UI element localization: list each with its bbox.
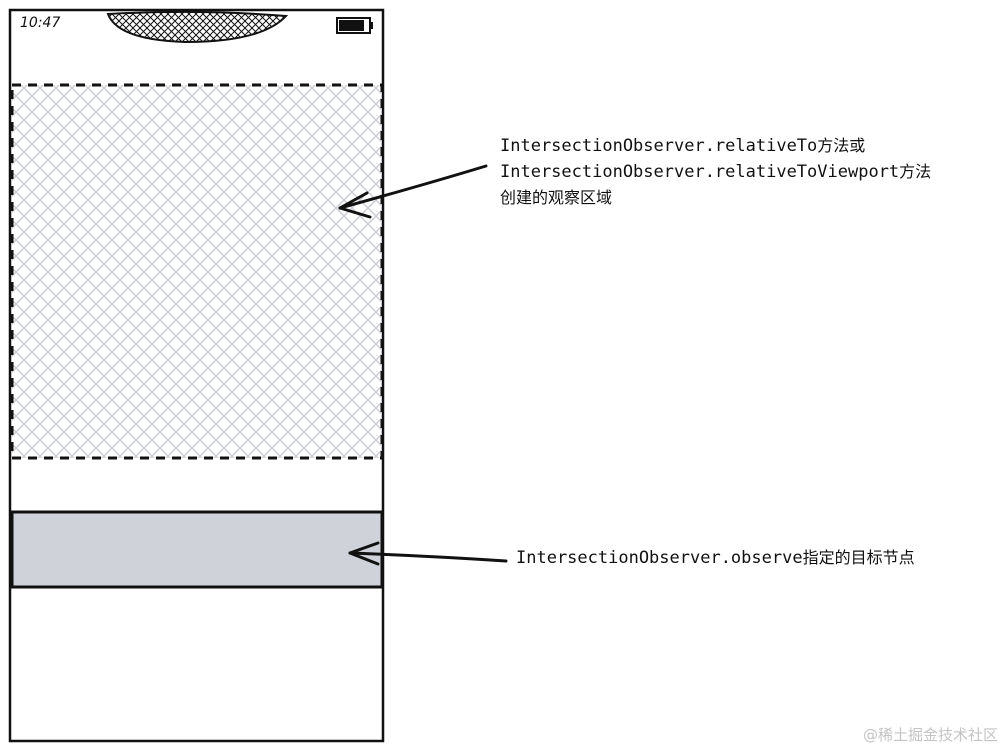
viewport-region-label: IntersectionObserver.relativeTo方法或 Inter… [500,133,931,211]
code-relative-to: IntersectionObserver.relativeTo [500,136,818,156]
label-line-3: 创建的观察区域 [500,188,613,207]
viewport-region-border [10,83,384,460]
target-node [10,510,384,589]
code-observe: IntersectionObserver.observe [516,548,803,568]
viewport-observation-region [12,85,382,458]
arrow-to-region [338,164,488,219]
text-method-or: 方法或 [817,136,866,155]
battery-icon [336,17,373,34]
notch-icon [106,10,289,44]
label-line-1: IntersectionObserver.relativeTo方法或 [500,133,931,159]
text-target-node: 指定的目标节点 [802,548,915,567]
status-time: 10:47 [20,15,61,31]
target-node-label: IntersectionObserver.observe指定的目标节点 [516,545,915,571]
label-line-2: IntersectionObserver.relativeToViewport方… [500,159,931,185]
watermark: @稀土掘金技术社区 [862,726,998,744]
arrow-to-target [348,541,508,566]
text-method: 方法 [899,162,932,181]
code-relative-to-viewport: IntersectionObserver.relativeToViewport [500,162,900,182]
